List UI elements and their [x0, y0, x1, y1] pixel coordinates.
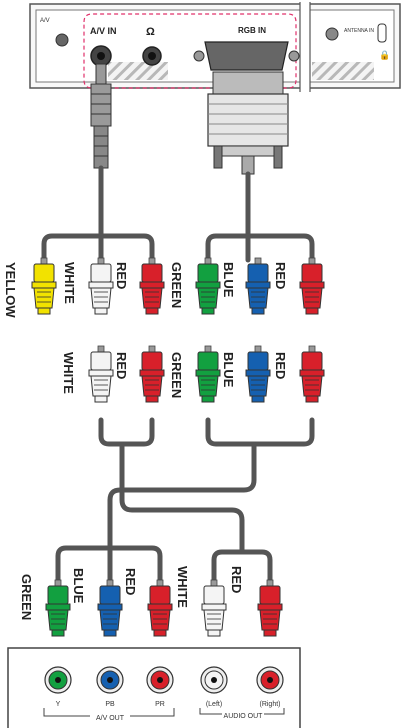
left-edge-label: A/V	[40, 18, 50, 24]
plug-blue	[245, 257, 271, 315]
rgb-port	[204, 41, 289, 71]
jack-pr	[146, 666, 174, 694]
label-green: GREEN	[169, 262, 184, 308]
label-mid-red2: RED	[273, 352, 288, 379]
label-dev-red2: RED	[229, 566, 244, 593]
label-mid-blue: BLUE	[221, 352, 236, 388]
lock-icon: 🔒	[379, 50, 390, 60]
jack-pb	[96, 666, 124, 694]
label-dev-green: GREEN	[19, 574, 34, 620]
cables	[41, 165, 315, 583]
rgb-in-label: RGB IN	[238, 26, 266, 35]
mid-plug-red2	[299, 345, 325, 403]
plug-white	[88, 257, 114, 315]
av-out-label: A/V OUT	[96, 715, 125, 722]
label-mid-red: RED	[114, 352, 129, 379]
mid-plug-blue	[245, 345, 271, 403]
label-mid-green: GREEN	[169, 352, 184, 398]
plug-green	[195, 257, 221, 315]
dev-plug-green	[45, 579, 71, 637]
audio-out-label: AUDIO OUT	[224, 713, 264, 720]
headphone-icon: Ω	[146, 26, 155, 38]
label-dev-red: RED	[123, 568, 138, 595]
dev-plug-red	[147, 579, 173, 637]
label-blue: BLUE	[221, 262, 236, 298]
label-red: RED	[114, 262, 129, 289]
label-mid-white: WHITE	[61, 352, 76, 394]
rgb-cable-connector	[207, 71, 289, 175]
cable-labels: YELLOW WHITE RED GREEN BLUE RED WHITE RE…	[3, 262, 288, 620]
external-device: Y PB PR (Left) (Right) A/V OUT AUDIO OUT	[7, 647, 301, 728]
jack-right-label: (Right)	[259, 701, 280, 708]
mid-plug-red	[139, 345, 165, 403]
antenna-label: ANTENNA IN	[344, 28, 374, 34]
dev-plug-white	[201, 579, 227, 637]
jack-pb-label: PB	[105, 701, 115, 708]
plug-red-rgb	[299, 257, 325, 315]
jack-right	[256, 666, 284, 694]
label-dev-blue: BLUE	[71, 568, 86, 604]
jack-y-label: Y	[56, 701, 61, 708]
plug-red	[139, 257, 165, 315]
jack-pr-label: PR	[155, 701, 165, 708]
label-red-rgb: RED	[273, 262, 288, 289]
dev-plug-red2	[257, 579, 283, 637]
mid-plug-white	[88, 345, 114, 403]
dev-plug-blue	[97, 579, 123, 637]
jack-y	[44, 666, 72, 694]
label-dev-white: WHITE	[175, 566, 190, 608]
av-cable-connector	[90, 63, 112, 169]
plug-yellow	[31, 257, 57, 315]
mid-plug-green	[195, 345, 221, 403]
jack-left	[200, 666, 228, 694]
av-in-label: A/V IN	[90, 26, 117, 36]
jack-left-label: (Left)	[206, 701, 222, 708]
label-yellow: YELLOW	[3, 262, 18, 318]
label-white: WHITE	[62, 262, 77, 304]
